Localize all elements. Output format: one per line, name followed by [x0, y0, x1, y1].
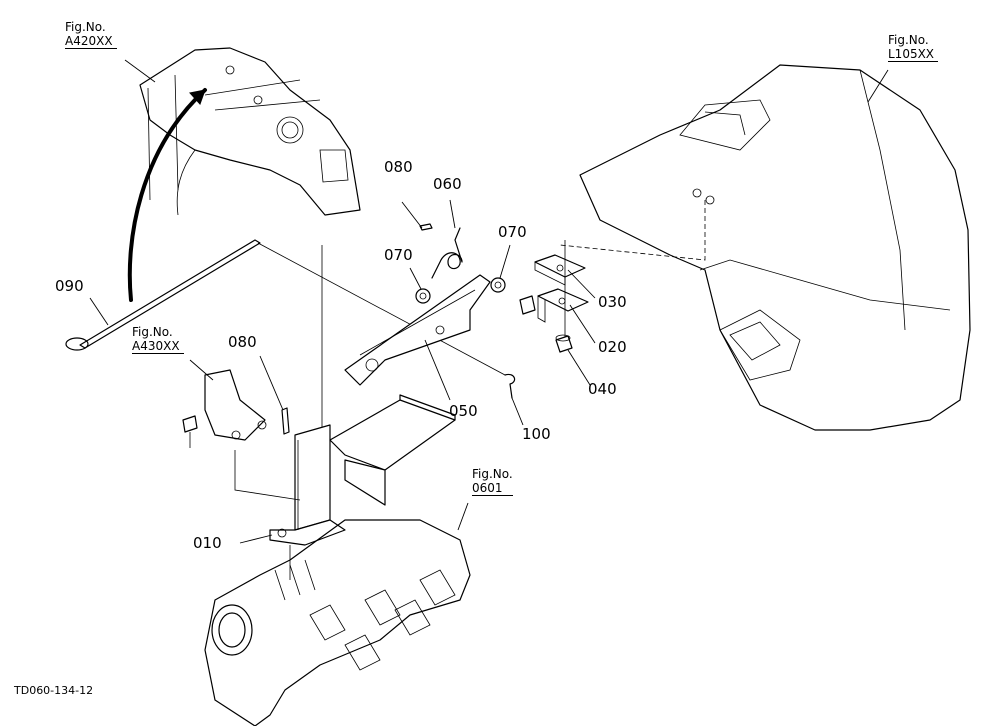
leader-030 [567, 269, 596, 299]
callout-100: 100 [522, 425, 551, 443]
leader-040 [567, 349, 591, 386]
leader-0601 [457, 502, 469, 531]
figure-ref-l105: Fig.No. L105XX [888, 33, 939, 62]
leader-080-left [259, 355, 284, 411]
callout-070-left: 070 [384, 246, 413, 264]
figure-ref-a430-number: A430XX [132, 339, 184, 354]
spring [431, 227, 463, 279]
lever-arm [344, 274, 491, 386]
figure-ref-a430: Fig.No. A430XX [132, 325, 184, 354]
figure-ref-0601-title: Fig.No. [472, 467, 513, 481]
rod [65, 239, 261, 351]
leader-020 [569, 304, 596, 344]
install-direction-arrow [127, 88, 207, 302]
washer-right [490, 277, 506, 293]
bolt [182, 415, 198, 448]
nut [555, 334, 573, 353]
bracket-upper [534, 254, 586, 286]
figure-ref-a420-title: Fig.No. [65, 20, 106, 34]
callout-030: 030 [598, 293, 627, 311]
drawing-id: TD060-134-12 [14, 684, 94, 697]
leader-l105 [867, 69, 889, 103]
pin-left [281, 407, 290, 435]
exhaust-manifold [204, 519, 471, 726]
leader-070-right [499, 244, 511, 279]
figure-ref-0601: Fig.No. 0601 [472, 467, 513, 496]
callout-040: 040 [588, 380, 617, 398]
support-plate [204, 369, 267, 441]
callout-050: 050 [449, 402, 478, 420]
pin-top [419, 223, 433, 231]
flywheel-housing [139, 47, 361, 216]
pin-cotter [504, 373, 516, 399]
leader-080-top [401, 201, 423, 229]
guideline-bolt [234, 450, 301, 501]
figure-ref-l105-title: Fig.No. [888, 33, 929, 47]
mounting-guideline [559, 200, 706, 261]
leader-070-left [409, 267, 422, 290]
leader-a420 [124, 59, 156, 83]
callout-070-right: 070 [498, 223, 527, 241]
leader-090 [89, 297, 109, 326]
leader-a430 [189, 359, 214, 381]
leader-050 [424, 339, 451, 401]
leader-010 [239, 534, 273, 544]
figure-ref-a420: Fig.No. A420XX [65, 20, 117, 49]
callout-080-left: 080 [228, 333, 257, 351]
leader-100 [511, 397, 524, 426]
callout-010: 010 [193, 534, 222, 552]
callout-060: 060 [433, 175, 462, 193]
callout-090: 090 [55, 277, 84, 295]
guideline-rod [257, 242, 506, 376]
callout-020: 020 [598, 338, 627, 356]
radiator-cover [579, 64, 971, 431]
figure-ref-l105-number: L105XX [888, 47, 939, 62]
leader-060 [449, 199, 456, 229]
figure-ref-0601-number: 0601 [472, 481, 513, 496]
main-bracket [269, 394, 456, 546]
figure-ref-a420-number: A420XX [65, 34, 117, 49]
callout-080-top: 080 [384, 158, 413, 176]
arrow-head [189, 89, 206, 105]
figure-ref-a430-title: Fig.No. [132, 325, 173, 339]
washer-left [415, 288, 431, 304]
